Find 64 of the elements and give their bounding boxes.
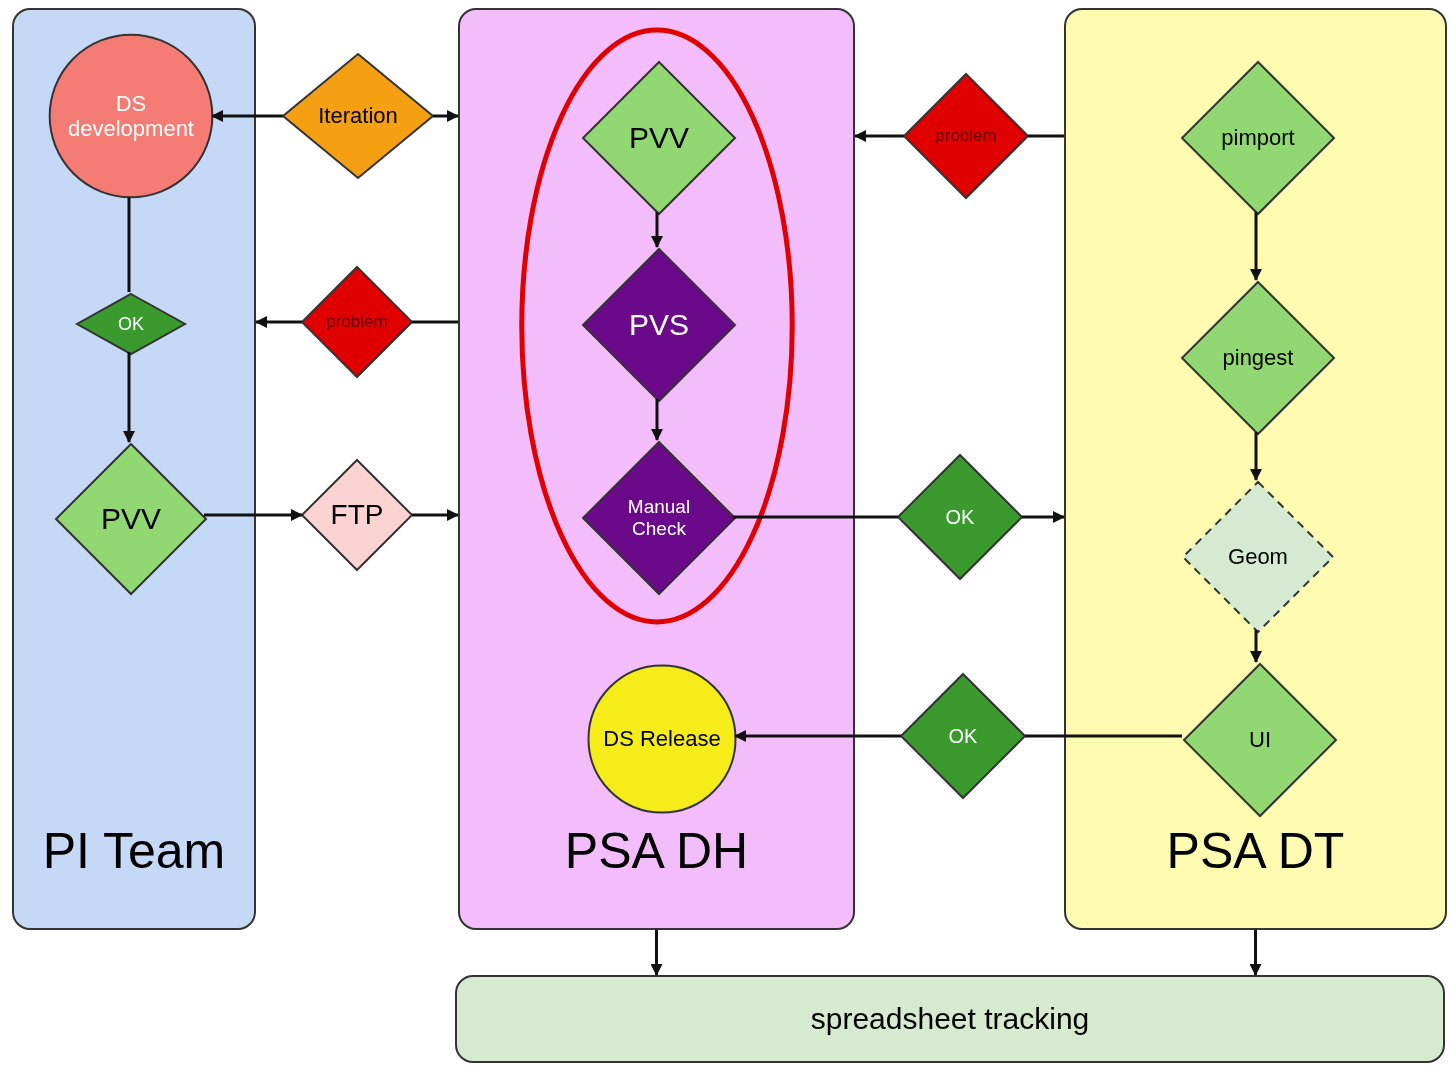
connector-line: [127, 197, 131, 292]
decision-diamond: [583, 442, 735, 594]
node-label: OK: [945, 505, 975, 529]
node-label: FTP: [330, 498, 384, 532]
arrow: [1250, 212, 1262, 281]
dashed-decision-diamond: [1183, 482, 1333, 632]
process-box: [455, 975, 1445, 1063]
arrow: [1022, 511, 1065, 523]
arrow: [123, 352, 135, 443]
node-label: DS development: [67, 90, 195, 142]
arrow: [1250, 630, 1262, 663]
swim-lane: [458, 8, 855, 930]
connector-line: [1028, 134, 1064, 138]
decision-diamond: [302, 267, 412, 377]
arrow: [650, 930, 663, 976]
arrow: [412, 509, 459, 521]
decision-diamond: [302, 460, 412, 570]
node-label: PVV: [101, 501, 161, 537]
arrow: [211, 110, 283, 122]
node-label: UI: [1249, 727, 1271, 753]
arrow: [1250, 432, 1262, 481]
arrow: [734, 730, 901, 742]
decision-diamond: [77, 294, 185, 354]
highlight-ellipse: [519, 27, 795, 625]
swim-lane: [12, 8, 256, 930]
connector-line: [1025, 734, 1182, 738]
node-label: PVS: [629, 307, 689, 343]
node-label: Geom: [1228, 544, 1288, 570]
decision-diamond: [1184, 664, 1336, 816]
decision-diamond: [1182, 62, 1334, 214]
arrow: [255, 316, 302, 328]
circle-node: [587, 664, 737, 814]
node-label: pimport: [1221, 125, 1295, 151]
node-label: problem: [326, 312, 388, 332]
lane-title: PSA DT: [1165, 822, 1346, 880]
decision-diamond: [904, 74, 1028, 198]
lane-title: PI Team: [41, 822, 227, 880]
arrow: [651, 212, 663, 248]
node-label: OK: [118, 313, 144, 335]
decision-diamond: [898, 455, 1022, 579]
node-label: problem: [935, 126, 997, 146]
connector-line: [733, 515, 898, 519]
arrow: [854, 130, 904, 142]
circle-node: [48, 33, 214, 199]
decision-diamond: [583, 249, 735, 401]
connector-line: [412, 320, 458, 324]
decision-diamond: [901, 674, 1025, 798]
node-label: spreadsheet tracking: [810, 1001, 1090, 1037]
decision-diamond: [283, 54, 433, 178]
lane-title: PSA DH: [563, 822, 750, 880]
node-label: OK: [948, 724, 978, 748]
decision-diamond: [1182, 282, 1334, 434]
node-label: pingest: [1222, 345, 1294, 371]
swim-lane: [1064, 8, 1447, 930]
node-label: Manual Check: [626, 496, 692, 540]
node-label: Iteration: [318, 103, 398, 129]
arrow: [1249, 930, 1262, 976]
arrow: [433, 110, 459, 122]
node-label: DS Release: [603, 726, 721, 752]
decision-diamond: [583, 62, 735, 214]
arrow: [651, 399, 663, 441]
arrow: [204, 509, 303, 521]
node-label: PVV: [629, 120, 689, 156]
decision-diamond: [56, 444, 206, 594]
